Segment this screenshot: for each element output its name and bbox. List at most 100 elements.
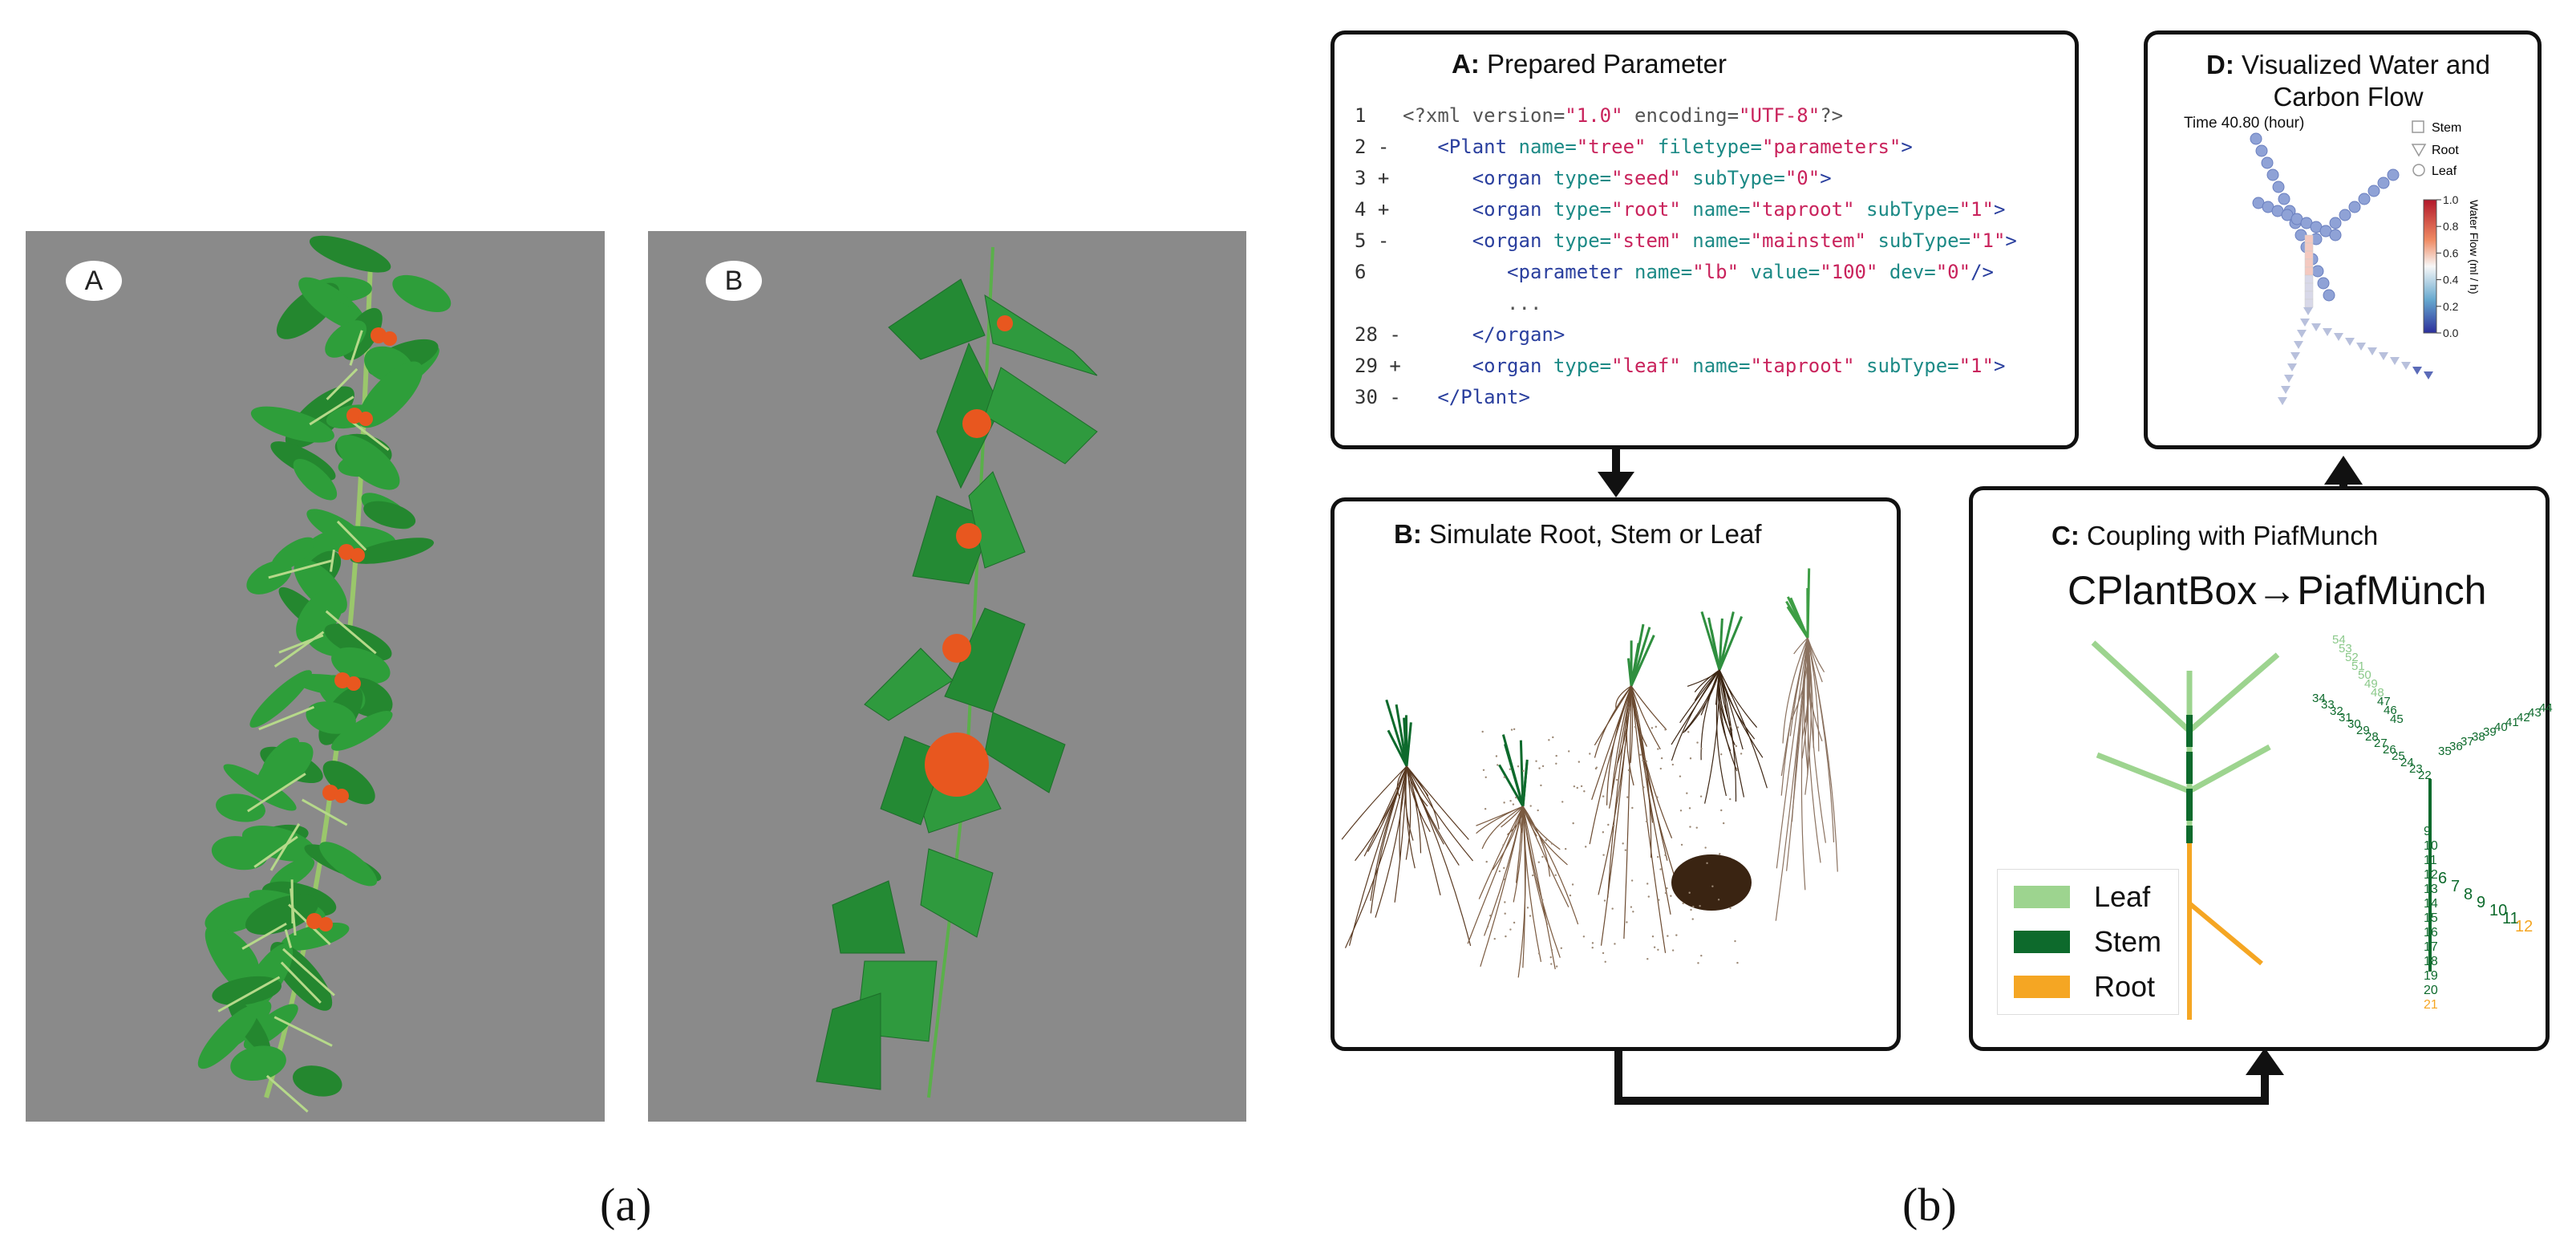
time-label: Time 40.80 (hour): [2184, 115, 2305, 132]
plant-render-b: [648, 231, 1246, 1122]
node-number: 12: [2515, 918, 2533, 935]
node-number: 21: [2424, 998, 2438, 1012]
node-number: 19: [2424, 969, 2438, 983]
node-number: 10: [2489, 902, 2507, 919]
node-number: 42: [2517, 711, 2530, 724]
node-number: 45: [2390, 712, 2404, 726]
node-number: 16: [2424, 926, 2438, 939]
node-number: 43: [2528, 706, 2542, 720]
node-number: 49: [2364, 677, 2378, 691]
box-a-title: A: Prepared Parameter: [1452, 49, 1727, 79]
node-number: 38: [2472, 730, 2485, 744]
colorbar-label: Water Flow (ml / h): [2468, 200, 2481, 294]
code-line: 3 + <organ type="seed" subType="0">: [1355, 167, 1832, 189]
box-c-title: C: Coupling with PiafMunch: [2051, 521, 2379, 550]
node-number: 30: [2347, 717, 2361, 731]
box-b-title: B: Simulate Root, Stem or Leaf: [1394, 519, 1762, 549]
node-number: 31: [2339, 711, 2352, 724]
coupling-diagram: 2223242526272829303132333435363738394041…: [2091, 633, 2553, 1020]
node-number: 10: [2424, 839, 2438, 853]
node-number: 50: [2358, 668, 2371, 682]
node-number: 46: [2384, 704, 2397, 717]
code-line: 6 <parameter name="lb" value="100" dev="…: [1355, 261, 1994, 283]
node-number: 40: [2494, 720, 2508, 734]
node-number: 27: [2374, 737, 2388, 750]
legend-root: Root: [2432, 144, 2459, 157]
colorbar-tick: 0.0: [2443, 327, 2459, 339]
node-number: 34: [2312, 692, 2326, 705]
caption-a: (a): [600, 1179, 652, 1231]
legend-swatch: [2014, 886, 2070, 908]
code-line: 1<?xml version="1.0" encoding="UTF-8"?>: [1355, 104, 1844, 127]
legend-label: Leaf: [2094, 880, 2151, 913]
legend-label: Root: [2094, 970, 2156, 1003]
simple-plant-drawing: [816, 246, 1098, 1098]
node-number: 11: [2424, 854, 2437, 867]
render-label-a: A: [66, 261, 122, 301]
node-number: 7: [2451, 878, 2460, 895]
render-label-b: B: [706, 261, 762, 301]
code-line: 4 + <organ type="root" name="taproot" su…: [1355, 198, 2006, 221]
node-number: 29: [2356, 724, 2370, 737]
coupling-heading: CPlantBox→PiafMünch: [2068, 568, 2487, 613]
node-number: 28: [2365, 730, 2379, 744]
node-number: 17: [2424, 940, 2438, 954]
node-number: 6: [2438, 870, 2447, 887]
code-line: 2 - <Plant name="tree" filetype="paramet…: [1355, 136, 1913, 158]
node-number: 33: [2321, 698, 2335, 712]
legend-stem: Stem: [2432, 121, 2461, 135]
legend-leaf: Leaf: [2432, 164, 2457, 178]
node-number: 11: [2502, 910, 2519, 927]
legend-label: Stem: [2094, 925, 2162, 958]
node-number: 51: [2351, 659, 2365, 673]
node-number: 9: [2424, 825, 2431, 838]
box-prepared-parameter: A: Prepared Parameter 1<?xml version="1.…: [1331, 30, 2079, 449]
code-line: 29 + <organ type="leaf" name="taproot" s…: [1355, 355, 2006, 377]
marker-legend: Stem Root Leaf: [2411, 120, 2461, 178]
node-number: 20: [2424, 984, 2438, 997]
colorbar-tick: 1.0: [2443, 193, 2459, 206]
box-coupling-piafmunch: C: Coupling with PiafMunch CPlantBox→Pia…: [1969, 486, 2553, 1051]
legend-item-root: Root: [2014, 970, 2156, 1003]
node-number: 52: [2345, 651, 2359, 664]
code-line: ...: [1507, 292, 1542, 315]
colorbar: [2423, 199, 2437, 334]
node-number: 44: [2539, 701, 2553, 715]
legend-item-stem: Stem: [2014, 925, 2162, 958]
xml-code-block: 1<?xml version="1.0" encoding="UTF-8"?> 2…: [1355, 100, 2017, 413]
node-number: 24: [2400, 756, 2414, 769]
node-number: 18: [2424, 955, 2438, 968]
node-number: 15: [2424, 911, 2438, 925]
node-number: 14: [2424, 897, 2438, 911]
colorbar-tick: 0.2: [2443, 300, 2459, 313]
legend-item-leaf: Leaf: [2014, 880, 2151, 913]
tomato-plant-drawing: [197, 235, 452, 1113]
code-line: 5 - <organ type="stem" name="mainstem" s…: [1355, 229, 2017, 252]
node-number: 39: [2483, 725, 2497, 739]
node-number: 37: [2461, 735, 2474, 749]
box-simulate-organs: B: Simulate Root, Stem or Leaf: [1331, 497, 1901, 1051]
node-number: 8: [2464, 886, 2473, 903]
node-number: 13: [2424, 883, 2438, 896]
colorbar-tick: 0.8: [2443, 220, 2459, 233]
colorbar-tick: 0.4: [2443, 274, 2459, 286]
flow-visualization: 1.0 0.8 0.6 0.4 0.2 0.0 Water Flow (ml / h) S…: [2250, 120, 2481, 405]
node-number: 22: [2418, 769, 2432, 782]
node-number: 9: [2477, 894, 2485, 911]
node-number: 53: [2339, 642, 2352, 655]
plant-render-a: [26, 231, 605, 1122]
node-number: 32: [2330, 704, 2343, 718]
node-number: 25: [2392, 749, 2405, 763]
legend-swatch: [2014, 931, 2070, 953]
colorbar-tick: 0.6: [2443, 246, 2459, 259]
node-number: 26: [2383, 743, 2396, 757]
caption-b: (b): [1902, 1179, 1957, 1231]
node-number: 35: [2438, 745, 2452, 758]
node-number: 41: [2505, 716, 2519, 729]
node-number: 47: [2377, 695, 2391, 708]
code-line: 28 - </organ>: [1355, 323, 1565, 346]
